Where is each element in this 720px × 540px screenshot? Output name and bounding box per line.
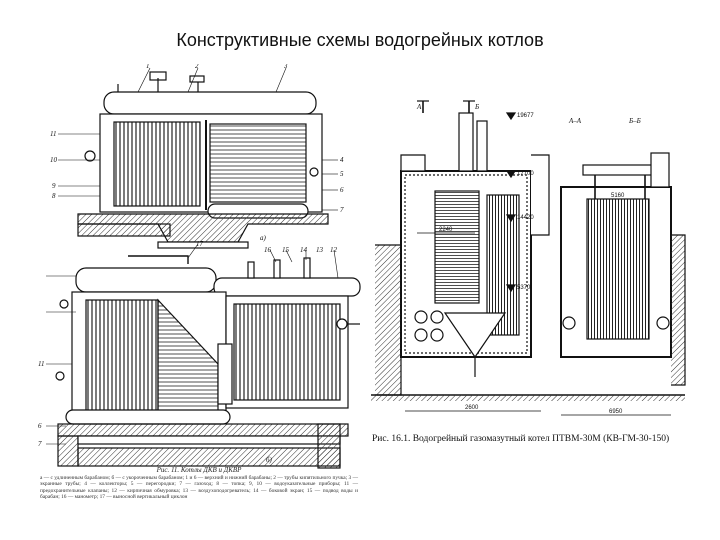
label-a-right-4: 4 bbox=[340, 156, 344, 164]
label-b-17: 17 bbox=[196, 240, 204, 248]
label-a-right-5: 5 bbox=[340, 170, 344, 178]
slide-title: Конструктивные схемы водогрейных котлов bbox=[176, 30, 544, 50]
dim-2600: 2600 bbox=[465, 405, 479, 411]
section-label-b-b: Б–Б bbox=[628, 117, 641, 125]
label-a-left-9: 9 bbox=[52, 182, 56, 190]
dim-6950: 6950 bbox=[609, 409, 623, 415]
label-b-13: 13 bbox=[316, 246, 324, 254]
elevation-17700: 17700 bbox=[517, 171, 534, 177]
label-a-left-11: 11 bbox=[50, 130, 56, 138]
label-a-left-10: 10 bbox=[50, 156, 58, 164]
drawing-b bbox=[46, 243, 361, 469]
label-b-15: 15 bbox=[282, 246, 290, 254]
subfigure-a-label: а) bbox=[260, 234, 267, 242]
boiler-ptvm-drawing: А Б А–А Б–Б 19677 17700 14420 5370 2240 … bbox=[371, 100, 686, 416]
label-a-right-6: 6 bbox=[340, 186, 344, 194]
left-figure-caption-body: а — с удлиненным барабаном; б — с укороч… bbox=[40, 475, 358, 501]
elevation-14420: 14420 bbox=[517, 215, 534, 221]
dim-2240: 2240 bbox=[439, 227, 453, 233]
dim-5160: 5160 bbox=[611, 193, 625, 199]
label-b-left-11: 11 bbox=[38, 360, 44, 368]
boiler-dkv-drawing: 1 2 3 11 10 9 8 4 5 6 7 а) bbox=[38, 64, 361, 469]
subfigure-b-label: б) bbox=[266, 456, 273, 464]
elevation-5370: 5370 bbox=[517, 285, 531, 291]
label-a-top-3: 3 bbox=[283, 64, 288, 70]
drawing-a bbox=[58, 67, 338, 249]
label-a-top-1: 1 bbox=[146, 64, 150, 70]
right-figure-caption: Рис. 16.1. Водогрейный газомазутный коте… bbox=[372, 434, 670, 444]
left-figure-caption-title: Рис. 11. Котлы ДКВ и ДКВР bbox=[156, 466, 242, 474]
elevation-19677: 19677 bbox=[517, 113, 534, 119]
label-b-left-6: 6 bbox=[38, 422, 42, 430]
label-b-12: 12 bbox=[330, 246, 338, 254]
section-label-a-a: А–А bbox=[568, 117, 582, 125]
label-b-14: 14 bbox=[300, 246, 308, 254]
label-a-top-2: 2 bbox=[195, 64, 199, 70]
section-mark-b: Б bbox=[474, 103, 479, 111]
section-mark-a: А bbox=[416, 103, 422, 111]
label-a-right-7: 7 bbox=[340, 206, 344, 214]
label-a-left-8: 8 bbox=[52, 192, 56, 200]
label-b-left-7: 7 bbox=[38, 440, 42, 448]
label-b-16: 16 bbox=[264, 246, 272, 254]
